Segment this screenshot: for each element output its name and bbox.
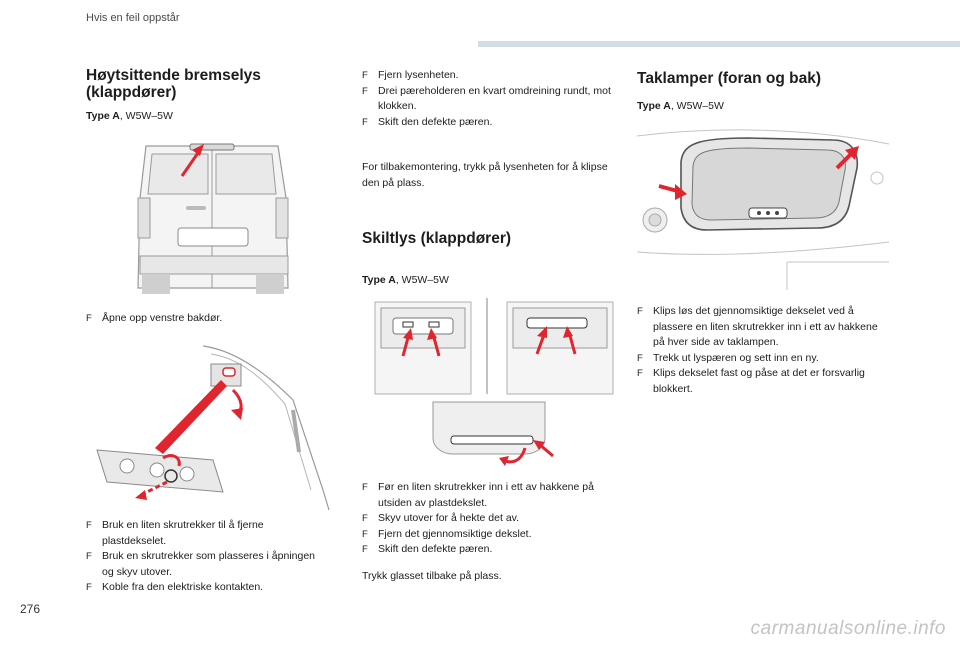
step-item: Åpne opp venstre bakdør. [86, 311, 326, 327]
brake-light-heading: Høytsittende bremselys (klappdører) [86, 67, 326, 101]
step-item: Før en liten skrutrekker inn i ett av ha… [362, 480, 617, 511]
watermark: carmanualsonline.info [750, 618, 946, 639]
header-bar [478, 41, 960, 47]
light-unit-steps: Fjern lysenheten. Drei pæreholderen en k… [362, 68, 612, 130]
brake-light-title-line2: (klappdører) [86, 84, 177, 101]
section-label: Hvis en feil oppstår [86, 12, 180, 24]
step-item: Koble fra den elektriske kontakten. [86, 580, 326, 596]
step-item: Bruk en liten skrutrekker til å fjerne p… [86, 518, 326, 549]
step-item: Skift den defekte pæren. [362, 542, 617, 558]
type-label: Type A [86, 110, 120, 122]
type-value: , W5W–5W [670, 100, 724, 112]
step-item: Trekk ut lyspæren og sett inn en ny. [637, 351, 892, 367]
refit-paragraph: For tilbakemontering, trykk på lysenhete… [362, 161, 608, 189]
type-value: , W5W–5W [119, 110, 173, 122]
plate-light-title: Skiltlys (klappdører) [362, 230, 512, 247]
ceiling-light-steps: Klips løs det gjennomsiktige dekselet ve… [637, 304, 892, 397]
step-item: Klips dekselet fast og påse at det er fo… [637, 366, 892, 397]
open-door-step: Åpne opp venstre bakdør. [86, 311, 326, 327]
brake-light-type: Type A, W5W–5W [86, 110, 173, 122]
step-item: Bruk en skrutrekker som plasseres i åpni… [86, 549, 326, 580]
closing-text: Trykk glasset tilbake på plass. [362, 569, 617, 585]
step-item: Skyv utover for å hekte det av. [362, 511, 617, 527]
step-item: Skift den defekte pæren. [362, 115, 612, 131]
plate-light-type: Type A, W5W–5W [362, 274, 449, 286]
page-number: 276 [20, 602, 41, 616]
ceiling-light-illustration [636, 129, 890, 290]
ceiling-light-type: Type A, W5W–5W [637, 100, 724, 112]
step-item: Klips løs det gjennomsiktige dekselet ve… [637, 304, 892, 351]
refit-text: For tilbakemontering, trykk på lysenhete… [362, 160, 617, 191]
step-item: Fjern det gjennomsiktige dekslet. [362, 527, 617, 543]
type-value: , W5W–5W [395, 274, 449, 286]
van-rear-illustration [128, 138, 298, 303]
closing-paragraph: Trykk glasset tilbake på plass. [362, 570, 502, 582]
type-label: Type A [362, 274, 396, 286]
type-label: Type A [637, 100, 671, 112]
plate-light-illustration [374, 298, 614, 466]
brake-light-steps: Bruk en liten skrutrekker til å fjerne p… [86, 518, 326, 596]
brake-light-removal-illustration [96, 345, 330, 511]
brake-light-title-line1: Høytsittende bremselys [86, 67, 261, 84]
step-item: Drei pæreholderen en kvart omdreining ru… [362, 84, 612, 115]
ceiling-light-heading: Taklamper (foran og bak) [637, 70, 897, 87]
ceiling-light-title: Taklamper (foran og bak) [637, 70, 822, 87]
plate-light-steps: Før en liten skrutrekker inn i ett av ha… [362, 480, 617, 558]
step-item: Fjern lysenheten. [362, 68, 612, 84]
plate-light-heading: Skiltlys (klappdører) [362, 230, 622, 247]
